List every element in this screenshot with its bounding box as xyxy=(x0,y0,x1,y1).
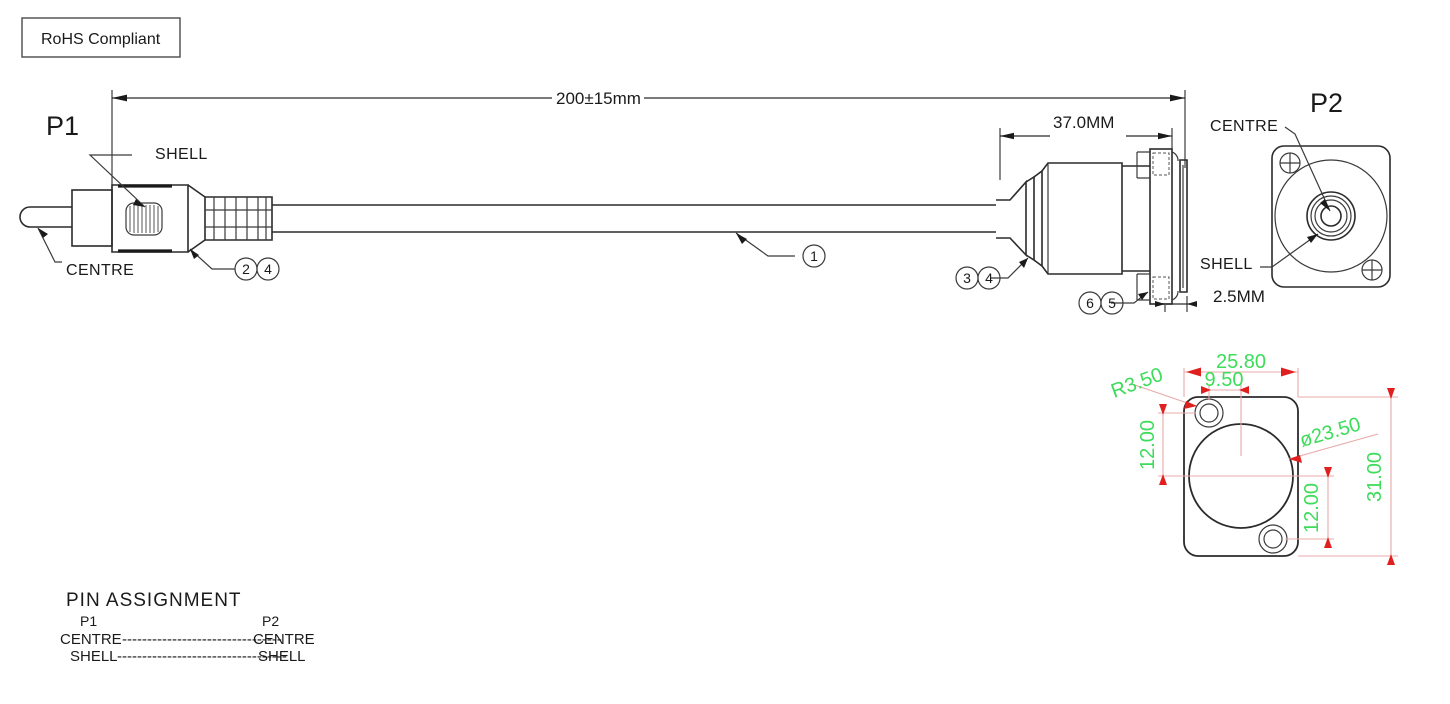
p1-balloon-4: 4 xyxy=(264,261,272,277)
p2-screw-top-left xyxy=(1279,152,1301,174)
panel-hole-offset-dimension: 9.50 xyxy=(1201,369,1249,456)
panel-hole-top-dimension: 12.00 xyxy=(1137,404,1241,485)
p2-shell-callout: SHELL xyxy=(1200,233,1319,273)
p2-centre-label: CENTRE xyxy=(1210,118,1278,135)
panel-hole-offset-value: 9.50 xyxy=(1205,369,1244,391)
pin-row-right: CENTRE xyxy=(253,631,315,648)
p2-balloon-6: 6 xyxy=(1086,295,1094,311)
p2-shell-label: SHELL xyxy=(1200,256,1253,273)
cable-balloon-1: 1 xyxy=(810,248,818,264)
panel-corner-radius-value: R3.50 xyxy=(1108,364,1166,403)
p1-balloon-2: 2 xyxy=(242,261,250,277)
panel-hole-bottom-dimension: 12.00 xyxy=(1241,467,1334,548)
panel-cutout-drawing: 25.80 9.50 R3.50 xyxy=(1108,351,1398,565)
p2-screw-bottom-right xyxy=(1361,259,1383,281)
connector-length-value: 37.0MM xyxy=(1053,113,1114,132)
p1-centre-label: CENTRE xyxy=(66,262,134,279)
flange-thickness-value: 2.5MM xyxy=(1213,287,1265,306)
p1-connector-drawing xyxy=(19,184,300,253)
rohs-compliant-badge: RoHS Compliant xyxy=(21,17,181,58)
p1-shell-callout: SHELL xyxy=(88,146,208,208)
panel-width-dimension: 25.80 xyxy=(1183,351,1299,397)
panel-hole-top-value: 12.00 xyxy=(1137,420,1159,470)
pin-assignment-col-p1: P1 xyxy=(80,613,97,629)
pin-row-dashes: -------------------------------- xyxy=(122,631,282,648)
pin-assignment-row: CENTRE -------------------------------- … xyxy=(60,631,315,648)
overall-length-value: 200±15mm xyxy=(556,89,641,108)
pin-row-dashes: ---------------------------------- xyxy=(117,648,287,665)
panel-width-value: 25.80 xyxy=(1216,351,1266,373)
p2-side-view-drawing xyxy=(996,148,1188,305)
pin-row-left: SHELL xyxy=(70,648,118,665)
panel-height-dimension: 31.00 xyxy=(1298,388,1398,565)
panel-height-value: 31.00 xyxy=(1364,452,1386,502)
connector-length-dimension: 37.0MM xyxy=(999,113,1173,180)
pin-assignment-title: PIN ASSIGNMENT xyxy=(66,590,242,611)
p2-flange-balloon-callouts: 6 5 xyxy=(1078,291,1149,315)
cable-body xyxy=(300,204,996,233)
pin-assignment-col-p2: P2 xyxy=(262,613,279,629)
cable-balloon-callout: 1 xyxy=(735,232,826,268)
panel-hole-bottom-value: 12.00 xyxy=(1301,483,1323,533)
p2-centre-callout: CENTRE xyxy=(1210,118,1331,212)
pin-assignment-row: SHELL ----------------------------------… xyxy=(70,648,306,665)
panel-bore-value: ø23.50 xyxy=(1297,413,1363,451)
p1-centre-callout: CENTRE xyxy=(37,227,134,279)
rohs-label: RoHS Compliant xyxy=(41,31,161,48)
p2-front-view-drawing xyxy=(1271,145,1391,288)
p2-balloon-4: 4 xyxy=(985,270,993,286)
p1-shell-label: SHELL xyxy=(155,146,208,163)
pin-row-right: SHELL xyxy=(258,648,306,665)
pin-assignment-table: PIN ASSIGNMENT P1 P2 CENTRE ------------… xyxy=(60,590,315,665)
p2-body-balloon-callouts: 3 4 xyxy=(955,257,1029,290)
p2-balloon-3: 3 xyxy=(963,270,971,286)
flange-thickness-dimension: 2.5MM xyxy=(1155,287,1265,312)
p2-balloon-5: 5 xyxy=(1108,295,1116,311)
p2-title: P2 xyxy=(1310,88,1343,118)
overall-length-dimension: 200±15mm xyxy=(111,89,1186,205)
p1-balloon-callouts: 2 4 xyxy=(189,248,280,281)
pin-row-left: CENTRE xyxy=(60,631,122,648)
p1-title: P1 xyxy=(46,111,79,141)
